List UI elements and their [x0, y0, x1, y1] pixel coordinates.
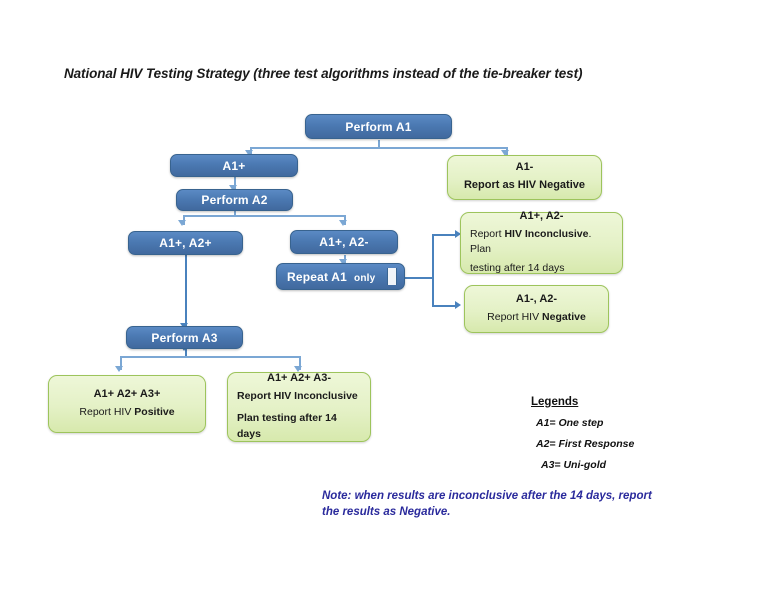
node-a1-plus[interactable]: A1+: [170, 154, 298, 177]
node-inconclusive3-line2: Plan testing after 14 days: [237, 412, 337, 440]
legend-item-a1: A1= One step: [536, 417, 604, 429]
arrow-to-a1p-a2n: [339, 220, 347, 226]
node-positive-header: A1+ A2+ A3+: [93, 387, 161, 400]
legend-item-a2: A2= First Response: [536, 438, 635, 450]
node-perform-a3-label: Perform A3: [151, 330, 218, 345]
connector-a2-split-bar: [183, 215, 345, 217]
arrow-to-a1p-a2p: [178, 220, 186, 226]
connector-repeat-to-inconclusive: [432, 234, 456, 236]
connector-a3-stem: [185, 349, 187, 356]
connector-a1-split-bar: [250, 147, 507, 149]
node-inconclusive-a1p-a2n[interactable]: A1+, A2- Report HIV Inconclusive. Plan t…: [460, 209, 623, 277]
pos-bold: Positive: [134, 405, 175, 418]
arrow-to-inconclusive3-box: [294, 366, 302, 372]
connector-repeat-fork-vertical: [432, 234, 434, 306]
node-a1-negative[interactable]: A1- Report as HIV Negative: [447, 155, 602, 200]
node-a1-plus-label: A1+: [222, 158, 246, 173]
note-line1: when results are inconclusive after the …: [351, 490, 652, 502]
connector-a3-split-bar: [120, 356, 300, 358]
pos-pre: Report HIV: [79, 405, 135, 418]
node-repeat-a1[interactable]: Repeat A1 only: [276, 263, 405, 290]
connector-a3-right-drop: [299, 356, 301, 370]
node-a1plus-a2minus-label: A1+, A2-: [319, 235, 369, 249]
node-perform-a3[interactable]: Perform A3: [126, 326, 243, 349]
connector-a1-stem: [378, 140, 380, 148]
node-inconclusive-line1: Report HIV Inconclusive. Plan: [470, 227, 613, 257]
node-repeat-a1-label: Repeat A1: [287, 269, 348, 284]
connector-a2-stem: [234, 208, 236, 216]
node-inconclusive3-body: Report HIV Inconclusive Plan testing aft…: [237, 389, 361, 442]
node-negative2-body: Report HIV Negative: [474, 310, 599, 325]
node-perform-a1-label: Perform A1: [345, 119, 412, 134]
node-a1plus-a2plus[interactable]: A1+, A2+: [128, 231, 243, 255]
note-label: Note:: [322, 490, 352, 502]
arrow-to-negative2-box: [455, 301, 461, 309]
arrow-to-positive-box: [115, 366, 123, 372]
node-inconclusive3-header: A1+ A2+ A3-: [267, 372, 331, 385]
node-a1-negative-body: Report as HIV Negative: [463, 179, 586, 192]
node-positive-result[interactable]: A1+ A2+ A3+ Report HIV Positive: [48, 375, 206, 433]
node-a1plus-a2plus-label: A1+, A2+: [159, 236, 212, 250]
incon-pre: Report: [470, 227, 505, 240]
legends-title: Legends: [531, 396, 579, 408]
arrow-to-repeat-a1: [339, 259, 347, 265]
node-positive-body: Report HIV Positive: [58, 405, 196, 420]
footer-note: Note: when results are inconclusive afte…: [322, 489, 672, 521]
node-a1-negative-header: A1-: [515, 161, 534, 174]
connector-repeat-to-negative: [432, 305, 456, 307]
incon-post: . Plan: [470, 227, 592, 255]
connector-a3-left-drop: [120, 356, 122, 370]
neg2-bold: Negative: [542, 310, 586, 323]
arrow-to-inconclusive-box: [455, 230, 461, 238]
node-inconclusive3-result[interactable]: A1+ A2+ A3- Report HIV Inconclusive Plan…: [227, 372, 371, 442]
arrow-to-a1-plus: [245, 150, 253, 156]
note-line2: the results as Negative.: [322, 505, 451, 518]
node-inconclusive-header: A1+, A2-: [519, 209, 564, 222]
incon-bold: HIV Inconclusive: [504, 227, 589, 240]
neg2-pre: Report HIV: [487, 310, 543, 323]
node-perform-a2[interactable]: Perform A2: [176, 189, 293, 211]
connector-repeat-out: [405, 277, 433, 279]
node-negative2-header: A1-, A2-: [515, 292, 558, 305]
connector-a1pa2p-to-a3: [185, 255, 187, 328]
legend-item-a3: A3= Uni-gold: [541, 459, 607, 471]
connector-a1plus-to-a2: [234, 177, 236, 189]
node-perform-a1[interactable]: Perform A1: [305, 114, 452, 139]
arrow-to-a1-negative: [501, 150, 509, 156]
repeat-box-notch: [387, 268, 397, 285]
node-inconclusive-line2: testing after 14 days: [470, 262, 565, 275]
node-a1plus-a2minus[interactable]: A1+, A2-: [290, 230, 398, 254]
node-inconclusive-body: Report HIV Inconclusive. Plan testing af…: [470, 227, 613, 277]
node-repeat-a1-suffix: only: [354, 272, 376, 284]
node-perform-a2-label: Perform A2: [201, 193, 268, 207]
chart-title: National HIV Testing Strategy (three tes…: [64, 66, 583, 81]
node-negative-a1n-a2n[interactable]: A1-, A2- Report HIV Negative: [464, 285, 609, 333]
arrow-to-perform-a2: [229, 185, 237, 191]
legends-panel: Legends A1= One step A2= First Response …: [531, 396, 634, 480]
node-inconclusive3-line1: Report HIV Inconclusive: [237, 390, 358, 403]
